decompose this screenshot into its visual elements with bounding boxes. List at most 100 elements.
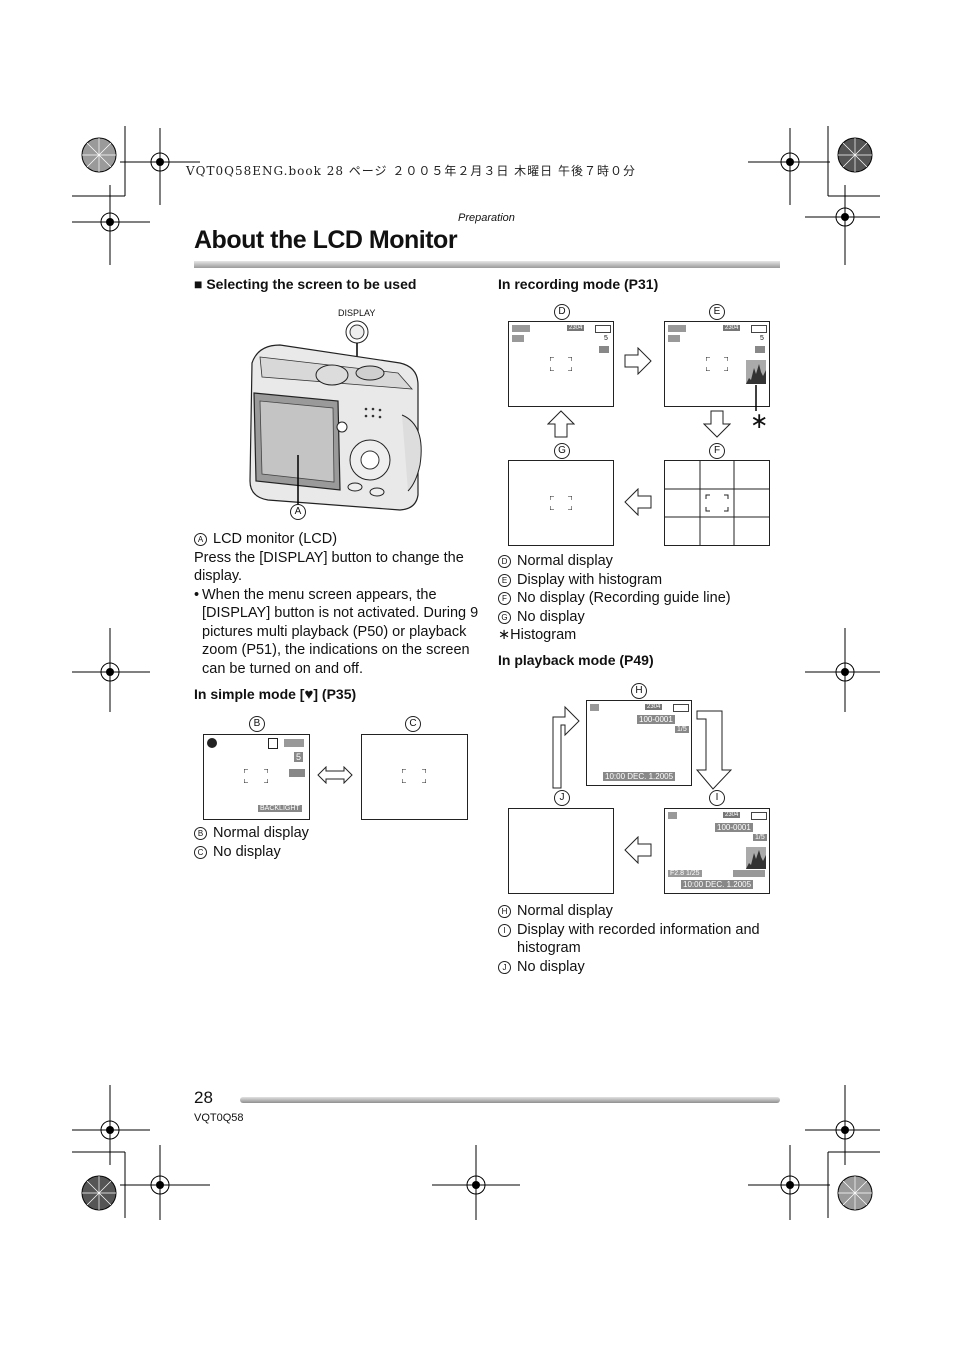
rec-normal-screen: 2304 5 bbox=[508, 321, 614, 407]
picture-count: 1/5 bbox=[753, 834, 767, 841]
print-file-info: VQT0Q58ENG.book 28 ページ ２００５年２月３日 木曜日 午後７… bbox=[186, 164, 636, 178]
play-no-display-screen bbox=[508, 808, 614, 894]
flash-icon bbox=[668, 335, 680, 342]
bullet-item: • When the menu screen appears, the [DIS… bbox=[194, 586, 479, 677]
label-j-marker: J bbox=[554, 790, 570, 806]
af-frame bbox=[549, 495, 573, 511]
battery-icon bbox=[751, 812, 767, 820]
legend-histogram: ∗Histogram bbox=[498, 627, 577, 643]
resolution-indicator: 2304 bbox=[645, 704, 663, 710]
backlight-indicator: BACKLIGHT bbox=[258, 805, 302, 812]
histogram-pointer-line bbox=[755, 385, 757, 411]
arrow-left-icon bbox=[624, 836, 652, 864]
exposure-info: F2.8 1/25 bbox=[668, 870, 702, 877]
play-icon bbox=[590, 704, 599, 711]
double-arrow-icon bbox=[317, 766, 353, 784]
label-a-marker: A bbox=[290, 504, 306, 520]
af-frame bbox=[243, 768, 269, 784]
legend-h: Normal display bbox=[517, 903, 613, 919]
shots-remaining: 5 bbox=[760, 335, 764, 342]
af-frame bbox=[705, 356, 729, 372]
model-code: VQT0Q58 bbox=[194, 1112, 244, 1124]
legend-e: Display with histogram bbox=[517, 571, 663, 588]
battery-icon bbox=[673, 704, 689, 712]
page-title: About the LCD Monitor bbox=[194, 226, 458, 254]
af-frame bbox=[401, 768, 427, 784]
label-e-marker: E bbox=[709, 304, 725, 320]
simple-no-display-screen bbox=[361, 734, 468, 820]
label-d-marker: D bbox=[554, 304, 570, 320]
legend-j: No display bbox=[517, 958, 585, 975]
zoom-indicator bbox=[284, 739, 304, 747]
battery-icon bbox=[268, 738, 278, 749]
curved-arrow-down-icon bbox=[696, 710, 732, 790]
battery-icon bbox=[595, 325, 611, 333]
white-balance-info bbox=[733, 870, 765, 877]
display-instruction: Press the [DISPLAY] button to change the… bbox=[194, 549, 464, 585]
legend-c: No display bbox=[213, 843, 281, 860]
label-a: A bbox=[194, 533, 207, 546]
camera-illustration: DISPLAY A bbox=[240, 305, 430, 525]
rec-histogram-screen: 2304 5 bbox=[664, 321, 770, 407]
legend-d: Normal display bbox=[517, 553, 613, 569]
play-info-histogram-screen: 2304 100-0001 1/5 F2.8 1/25 10:00 DEC. 1… bbox=[664, 808, 770, 894]
play-normal-screen: 2304 100-0001 1/5 10:00 DEC. 1.2005 bbox=[586, 700, 692, 786]
legend-i: Display with recorded information and hi… bbox=[517, 921, 760, 957]
curved-arrow-up-icon bbox=[547, 703, 581, 789]
display-button-label: DISPLAY bbox=[338, 308, 376, 318]
simple-mode-icon bbox=[207, 738, 217, 748]
arrow-up-icon bbox=[547, 410, 575, 438]
asterisk-marker: ∗ bbox=[750, 408, 769, 433]
histogram-icon bbox=[746, 847, 766, 869]
bullet-text: When the menu screen appears, the [DISPL… bbox=[202, 586, 479, 677]
resolution-indicator: 2304 bbox=[567, 325, 585, 331]
shots-remaining: 5 bbox=[294, 752, 304, 762]
resolution-indicator: 2304 bbox=[723, 812, 741, 818]
guide-grid-icon bbox=[665, 461, 769, 545]
play-icon bbox=[668, 812, 677, 819]
picture-count: 1/5 bbox=[675, 726, 689, 733]
playback-mode-heading: In playback mode (P49) bbox=[498, 652, 654, 668]
arrow-right-icon bbox=[624, 347, 652, 375]
label-h-marker: H bbox=[631, 683, 647, 699]
mode-icons bbox=[668, 325, 686, 332]
select-screen-heading: ■ Selecting the screen to be used bbox=[194, 276, 417, 292]
file-number: 100-0001 bbox=[637, 715, 675, 724]
resolution-indicator: 2304 bbox=[723, 325, 741, 331]
card-icon bbox=[599, 346, 609, 353]
label-i-marker: I bbox=[709, 790, 725, 806]
page-number: 28 bbox=[194, 1088, 213, 1107]
arrow-left-icon bbox=[624, 488, 652, 516]
label-b-marker: B bbox=[249, 716, 265, 732]
mode-icons bbox=[512, 325, 530, 332]
legend-g: No display bbox=[517, 608, 585, 625]
histogram-icon bbox=[746, 360, 766, 384]
recording-mode-heading: In recording mode (P31) bbox=[498, 276, 659, 292]
af-frame bbox=[549, 356, 573, 372]
flash-icon bbox=[512, 335, 524, 342]
footer-bar bbox=[240, 1097, 780, 1103]
simple-normal-screen: 5 BACKLIGHT bbox=[203, 734, 310, 820]
arrow-down-icon bbox=[703, 410, 731, 438]
simple-mode-heading: In simple mode [♥] (P35) bbox=[194, 686, 357, 703]
heart-icon: ♥ bbox=[304, 686, 314, 703]
rec-no-display-screen bbox=[508, 460, 614, 546]
rec-guide-line-screen bbox=[664, 460, 770, 546]
section-label: Preparation bbox=[458, 212, 515, 224]
card-icon bbox=[289, 769, 305, 777]
datetime-stamp: 10:00 DEC. 1.2005 bbox=[603, 772, 676, 781]
camera-back-icon bbox=[249, 320, 422, 511]
label-f-marker: F bbox=[709, 443, 725, 459]
shots-remaining: 5 bbox=[604, 335, 608, 342]
file-number: 100-0001 bbox=[715, 823, 753, 832]
legend-b: Normal display bbox=[213, 825, 309, 841]
label-g-marker: G bbox=[554, 443, 570, 459]
label-c-marker: C bbox=[405, 716, 421, 732]
legend-f: No display (Recording guide line) bbox=[517, 590, 731, 606]
